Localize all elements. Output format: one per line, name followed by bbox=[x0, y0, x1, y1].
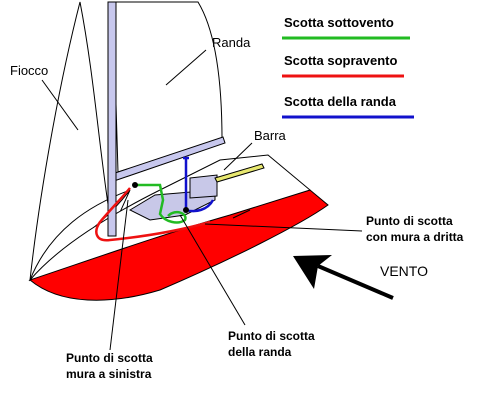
callout-randa-line2: della randa bbox=[228, 345, 292, 359]
mast bbox=[107, 1, 117, 237]
randa-point-pointer bbox=[179, 214, 246, 326]
legend-label-windward: Scotta sopravento bbox=[284, 53, 397, 68]
mainsheet-fitting bbox=[183, 207, 189, 213]
legend-label-mainsheet: Scotta della randa bbox=[284, 94, 397, 109]
wind-arrow-shaft bbox=[317, 264, 394, 300]
fiocco-pointer bbox=[41, 79, 79, 131]
callout-sinistra-line1: Punto di scotta bbox=[66, 351, 153, 365]
vento-label: VENTO bbox=[380, 263, 428, 279]
callout-dritta-line1: Punto di scotta bbox=[366, 214, 453, 228]
windward-sheet-line bbox=[95, 187, 211, 242]
jib-car-fitting bbox=[132, 182, 138, 188]
barra-label: Barra bbox=[254, 128, 287, 143]
starboard-track bbox=[232, 209, 251, 219]
sinistra-pointer bbox=[109, 199, 129, 351]
jib-foot bbox=[29, 189, 131, 281]
barra-pointer bbox=[223, 142, 253, 171]
wind-arrow-head bbox=[293, 255, 332, 289]
callout-sinistra-line2: mura a sinistra bbox=[66, 367, 152, 381]
callout-randa-line1: Punto di scotta bbox=[228, 329, 315, 343]
dritta-pointer bbox=[204, 223, 363, 232]
callout-dritta-line2: con mura a dritta bbox=[366, 230, 464, 244]
tiller bbox=[214, 163, 265, 183]
cockpit-side bbox=[189, 174, 218, 199]
randa-pointer bbox=[165, 49, 207, 86]
legend-label-leeward: Scotta sottovento bbox=[284, 15, 394, 30]
fiocco-label: Fiocco bbox=[10, 63, 48, 78]
randa-label: Randa bbox=[212, 35, 251, 50]
